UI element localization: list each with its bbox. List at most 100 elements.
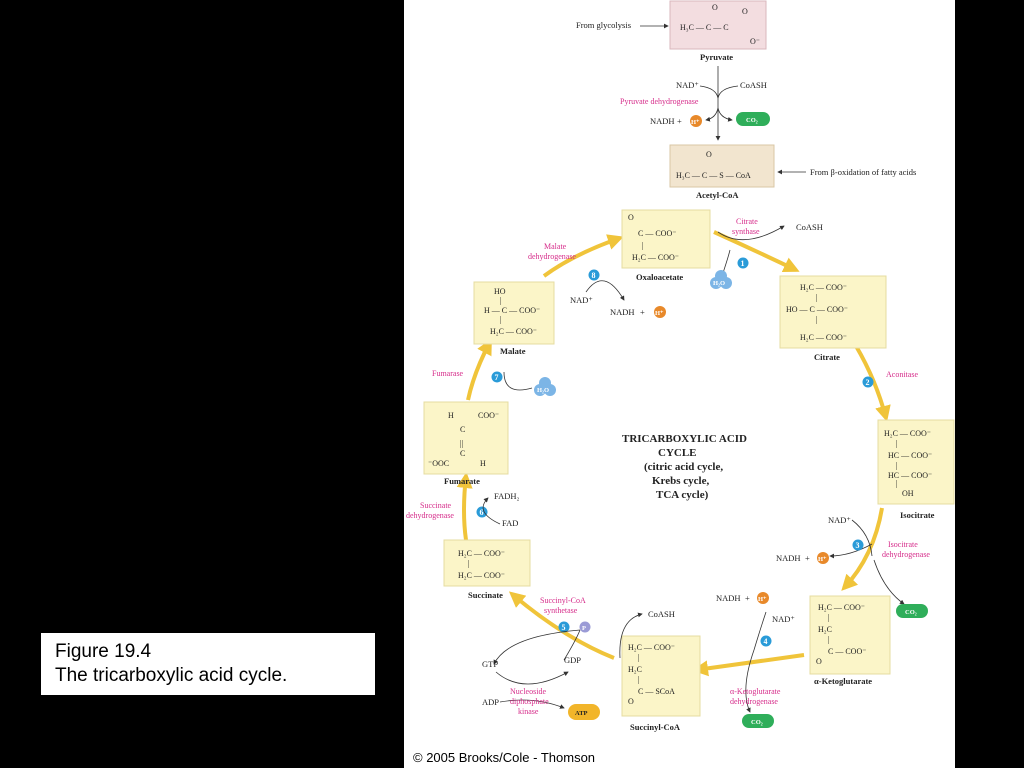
svg-text:8: 8 [592,271,596,280]
figure-caption: Figure 19.4 The tricarboxylic acid cycle… [40,632,376,696]
svg-text:C: C [460,449,465,458]
pdh-nad: NAD⁺ [676,80,699,90]
fumarase-label: Fumarase [432,369,464,378]
h2o-molecule-icon [710,270,732,289]
ndk-label-3: kinase [518,707,539,716]
svg-text:CO₂: CO₂ [746,117,758,124]
succinate-dh-label-2: dehydrogenase [406,511,454,520]
oxaloacetate-box [621,209,711,269]
oxaloacetate-label: Oxaloacetate [636,272,683,282]
svg-text:|: | [896,461,898,470]
svg-text:CO₂: CO₂ [751,719,763,726]
succinate-label: Succinate [468,590,503,600]
svg-text:|: | [468,559,470,568]
from-beta-oxidation-label: From β-oxidation of fatty acids [810,167,916,177]
svg-text:|: | [642,241,644,250]
acetyl-coa-label: Acetyl-CoA [696,190,739,200]
malate-dh-label-2: dehydrogenase [528,252,576,261]
cycle-arrow-4 [692,653,805,677]
svg-text:H: H [448,411,454,420]
svg-text:TRICARBOXYLIC ACID: TRICARBOXYLIC ACID [622,433,747,445]
svg-text:|: | [816,293,818,302]
svg-text:H₂C — COO⁻: H₂C — COO⁻ [800,333,847,342]
svg-text:H₂C — COO⁻: H₂C — COO⁻ [458,549,505,558]
svg-text:C — COO⁻: C — COO⁻ [638,229,676,238]
svg-text:H₂C — COO⁻: H₂C — COO⁻ [818,603,865,612]
step4-plus: + [745,593,750,603]
from-glycolysis-label: From glycolysis [576,20,631,30]
pdh-plus: + [677,116,682,126]
figure-title: The tricarboxylic acid cycle. [55,665,288,686]
svg-text:2: 2 [866,378,870,387]
cycle-arrow-8 [542,234,624,278]
svg-text:⁻OOC: ⁻OOC [428,459,449,468]
ndk-label-2: diphosphate [510,697,549,706]
svg-text:7: 7 [495,373,499,382]
step-7-badge [491,371,503,383]
succinyl-coa-box [621,635,701,717]
cycle-arrow-6 [456,472,473,541]
svg-text:O: O [628,213,634,222]
svg-text:|: | [896,479,898,488]
copyright-notice: © 2005 Brooks/Cole - Thomson [413,750,596,765]
step5-coash: CoASH [648,609,675,619]
alpha-ketoglutarate-label: α-Ketoglutarate [814,676,872,686]
svg-text:3: 3 [856,541,860,550]
svg-text:1: 1 [741,259,745,268]
cycle-arrow-3 [841,507,884,591]
fumarate-label: Fumarate [444,476,480,486]
svg-text:H — C — COO⁻: H — C — COO⁻ [484,306,540,315]
akg-dh-label-2: dehydrogenase [730,697,778,706]
svg-text:H₂C — COO⁻: H₂C — COO⁻ [490,327,537,336]
h-plus-icon [817,552,829,564]
phosphate-icon [579,621,591,633]
tca-diagram: O O H₃C — C — C O⁻ From glycolysis Pyruv… [406,0,955,732]
step8-plus: + [640,307,645,317]
svg-text:P: P [582,625,586,632]
isocitrate-dh-label-2: dehydrogenase [882,550,930,559]
step6-fadh2: FADH₂ [494,491,520,501]
co2-icon [896,604,928,618]
svg-text:H⁺: H⁺ [758,596,767,603]
svg-text:O: O [816,657,822,666]
ndk-label-1: Nucleoside [510,687,546,696]
svg-text:HO — C — COO⁻: HO — C — COO⁻ [786,305,848,314]
svg-text:O: O [712,3,718,12]
svg-text:HO: HO [494,287,506,296]
svg-text:H₂C — COO⁻: H₂C — COO⁻ [628,643,675,652]
h-plus-icon [654,306,666,318]
svg-text:6: 6 [480,508,484,517]
succinate-box [443,539,531,587]
svg-text:||: || [460,439,463,448]
step5-gdp: GDP [564,655,581,665]
isocitrate-label: Isocitrate [900,510,935,520]
figure-number: Figure 19.4 [55,641,152,662]
step8-nadh: NADH [610,307,635,317]
svg-text:ATP: ATP [575,710,588,717]
acetyl-coa-box [669,144,775,188]
svg-text:CYCLE: CYCLE [658,447,697,459]
svg-text:|: | [500,315,502,324]
step4-nad: NAD⁺ [772,614,795,624]
svg-text:O: O [706,150,712,159]
pyruvate-label: Pyruvate [700,52,733,62]
ndk-adp: ADP [482,697,499,707]
step-1-badge [737,257,749,269]
succinyl-coa-synthetase-label-1: Succinyl-CoA [540,596,586,605]
co2-icon [742,714,774,728]
svg-text:C: C [460,425,465,434]
aconitase-label: Aconitase [886,370,918,379]
svg-text:H₂C — COO⁻: H₂C — COO⁻ [800,283,847,292]
svg-text:5: 5 [562,623,566,632]
step6-fad: FAD [502,518,518,528]
malate-label: Malate [500,346,526,356]
svg-text:C — COO⁻: C — COO⁻ [828,647,866,656]
akg-dh-label-1: α-Ketoglutarate [730,687,781,696]
h-plus-icon [690,115,702,127]
step5-gtp: GTP [482,659,498,669]
step3-plus: + [805,553,810,563]
svg-text:|: | [828,613,830,622]
step1-coash: CoASH [796,222,823,232]
atp-icon [568,704,600,720]
step-6-badge [476,506,488,518]
